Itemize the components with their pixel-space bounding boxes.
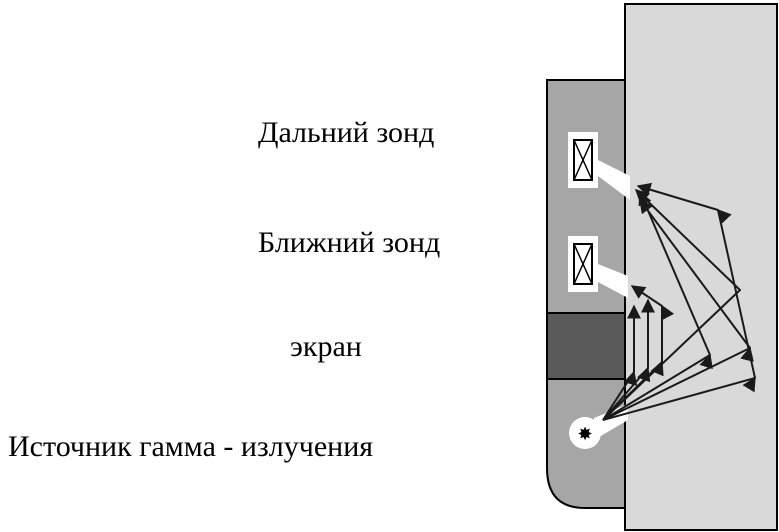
screen-label: экран xyxy=(290,330,362,363)
far-detector-icon xyxy=(568,132,630,200)
shield-screen xyxy=(546,312,626,380)
near-detector-icon xyxy=(568,236,628,298)
svg-text:✸: ✸ xyxy=(577,424,592,445)
gamma-ray-paths xyxy=(602,182,756,421)
far-probe-label: Дальний зонд xyxy=(258,116,435,149)
gamma-source-label: Источник гамма - излучения xyxy=(8,430,374,463)
tool-body xyxy=(546,79,626,509)
near-probe-label: Ближний зонд xyxy=(258,226,441,259)
formation-block xyxy=(624,3,778,531)
